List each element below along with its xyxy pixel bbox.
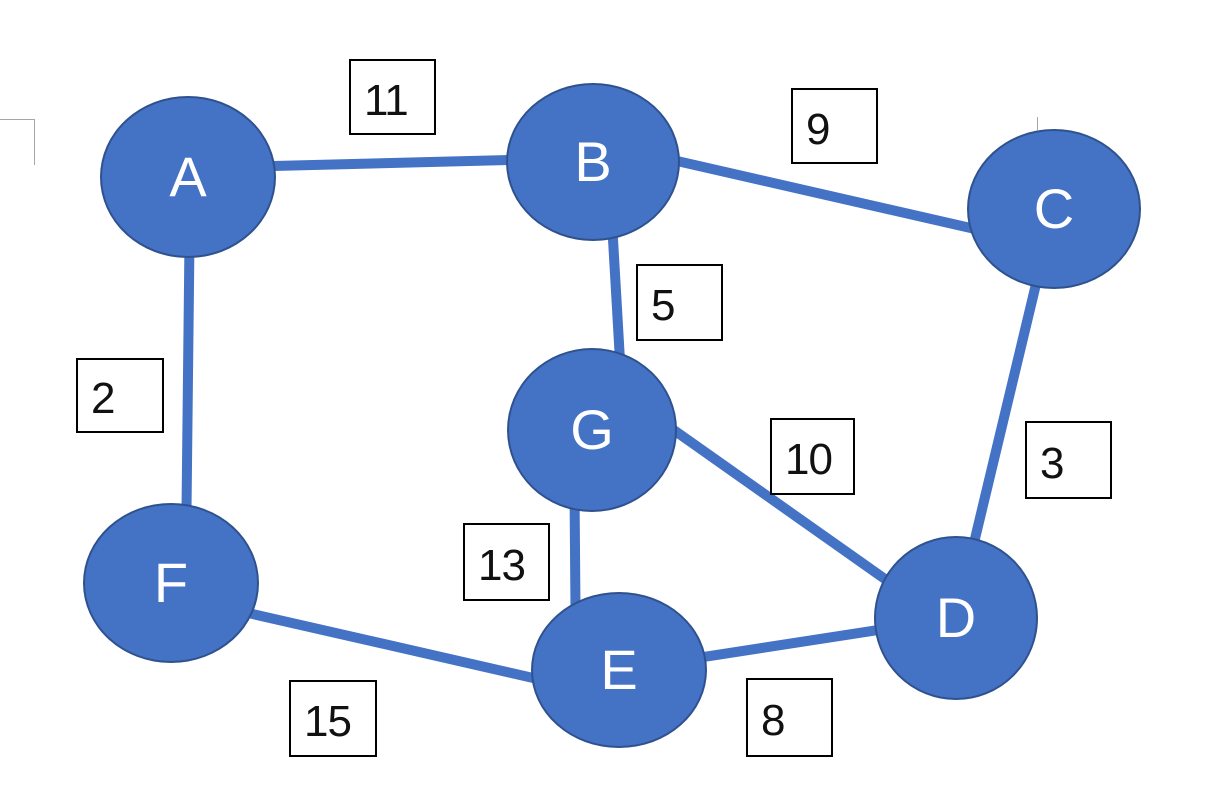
weight-label-G-E[interactable]: 13 — [463, 523, 550, 601]
weight-label-F-E[interactable]: 15 — [289, 680, 377, 757]
weight-label-A-F[interactable]: 2 — [76, 358, 164, 433]
graph-node-F[interactable]: F — [83, 503, 259, 663]
node-label-G: G — [570, 398, 614, 461]
node-label-E: E — [600, 638, 638, 701]
weight-value: 9 — [806, 104, 831, 154]
edge-B-C[interactable] — [618, 143, 1012, 242]
placeholder-corner-vertical — [34, 119, 35, 165]
weight-value: 5 — [651, 281, 676, 330]
weight-value: 8 — [761, 696, 786, 745]
graph-node-C[interactable]: C — [967, 129, 1141, 289]
weight-label-B-C[interactable]: 9 — [791, 88, 878, 164]
node-label-F: F — [153, 551, 189, 614]
node-label-C: C — [1033, 177, 1075, 240]
weight-value: 2 — [91, 374, 116, 423]
graph-node-G[interactable]: G — [507, 348, 677, 512]
graph-node-B[interactable]: B — [506, 83, 680, 241]
weight-value: 11 — [364, 75, 409, 125]
weight-label-E-D[interactable]: 8 — [746, 678, 833, 757]
weight-label-G-D[interactable]: 10 — [770, 418, 855, 495]
placeholder-tick — [1037, 117, 1038, 130]
placeholder-corner-horizontal — [0, 119, 35, 120]
weight-label-A-B[interactable]: 11 — [349, 59, 436, 135]
weight-value: 15 — [304, 697, 352, 746]
node-label-A: A — [169, 145, 207, 208]
weight-label-B-G[interactable]: 5 — [636, 264, 723, 341]
graph-node-A[interactable]: A — [100, 96, 276, 258]
edge-F-E[interactable] — [198, 597, 592, 696]
weight-label-C-D[interactable]: 3 — [1025, 421, 1112, 499]
weight-value: 10 — [785, 435, 833, 484]
weight-value: 3 — [1040, 438, 1065, 488]
node-label-D: D — [935, 586, 977, 649]
node-label-B: B — [574, 130, 612, 193]
graph-node-E[interactable]: E — [531, 592, 707, 748]
graph-node-D[interactable]: D — [874, 536, 1038, 700]
weight-value: 13 — [478, 540, 526, 590]
